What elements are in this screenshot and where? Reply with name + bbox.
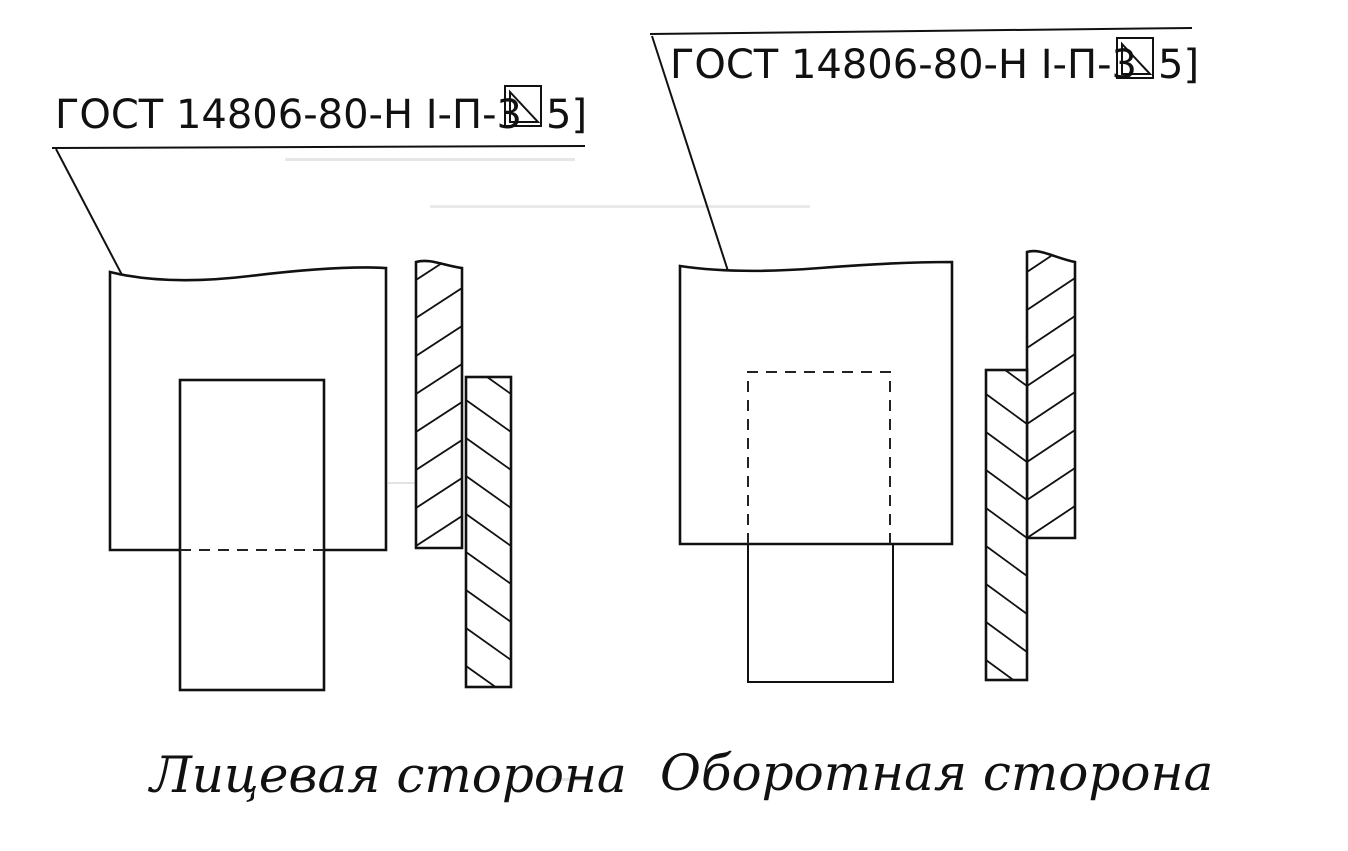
- left-small-plate: [178, 378, 326, 692]
- right-section-upper-strip: [1025, 249, 1077, 540]
- left-gost-suffix: 5]: [546, 92, 587, 138]
- right-triangle-icon: [504, 85, 542, 127]
- front-side-figure: ГОСТ 14806-80-Н I-П-3 5]: [51, 85, 627, 804]
- right-large-plate: [678, 260, 954, 546]
- left-section-upper-strip: [414, 259, 464, 550]
- scan-artifacts: [285, 158, 810, 781]
- right-triangle-icon: [1116, 37, 1154, 79]
- right-caption: Оборотная сторона: [660, 744, 1213, 802]
- right-gost-label: ГОСТ 14806-80-Н I-П-3: [670, 42, 1137, 88]
- right-small-plate: [747, 544, 894, 683]
- right-section-lower-strip: [984, 368, 1029, 682]
- right-hidden-plate-outline: [747, 371, 891, 544]
- left-gost-label: ГОСТ 14806-80-Н I-П-3: [55, 92, 522, 138]
- right-callout-shelf: [649, 27, 1193, 35]
- left-callout-shelf: [51, 145, 586, 149]
- right-gost-suffix: 5]: [1158, 42, 1199, 88]
- left-caption: Лицевая сторона: [147, 746, 627, 804]
- reverse-side-figure: ГОСТ 14806-80-Н I-П-3 5]: [649, 27, 1213, 802]
- left-section-lower-strip: [464, 375, 513, 689]
